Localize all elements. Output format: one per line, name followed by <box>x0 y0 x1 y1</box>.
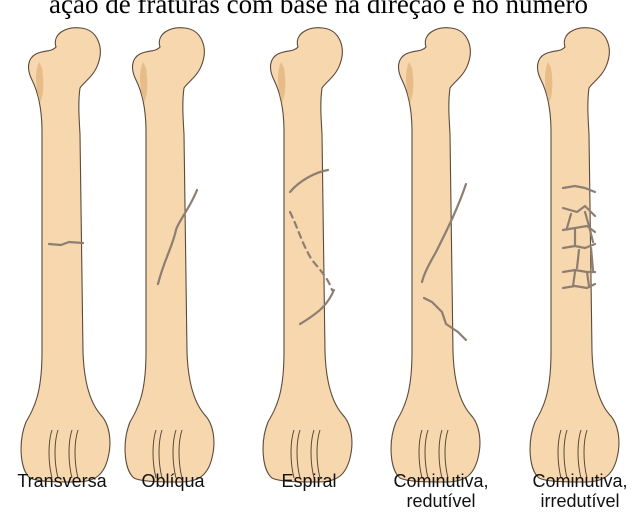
label-line: irredutível <box>532 491 627 511</box>
label-line: Cominutiva, <box>532 471 627 491</box>
label-transversa: Transversa <box>17 471 106 491</box>
bone-espiral <box>263 28 352 482</box>
bone-obliqua <box>125 28 214 482</box>
label-line: Oblíqua <box>141 471 204 491</box>
label-line: Transversa <box>17 471 106 491</box>
label-cominutiva-irredutivel: Cominutiva, irredutível <box>532 471 627 511</box>
label-line: Espiral <box>281 471 336 491</box>
label-cominutiva-redutivel: Cominutiva, redutível <box>393 471 488 511</box>
bone-cominutiva-irredutivel <box>530 28 619 482</box>
bone-transversa <box>21 28 110 482</box>
label-obliqua: Oblíqua <box>141 471 204 491</box>
label-line: Cominutiva, <box>393 471 488 491</box>
bone-cominutiva-redutivel <box>391 28 480 482</box>
label-espiral: Espiral <box>281 471 336 491</box>
label-line: redutível <box>393 491 488 511</box>
